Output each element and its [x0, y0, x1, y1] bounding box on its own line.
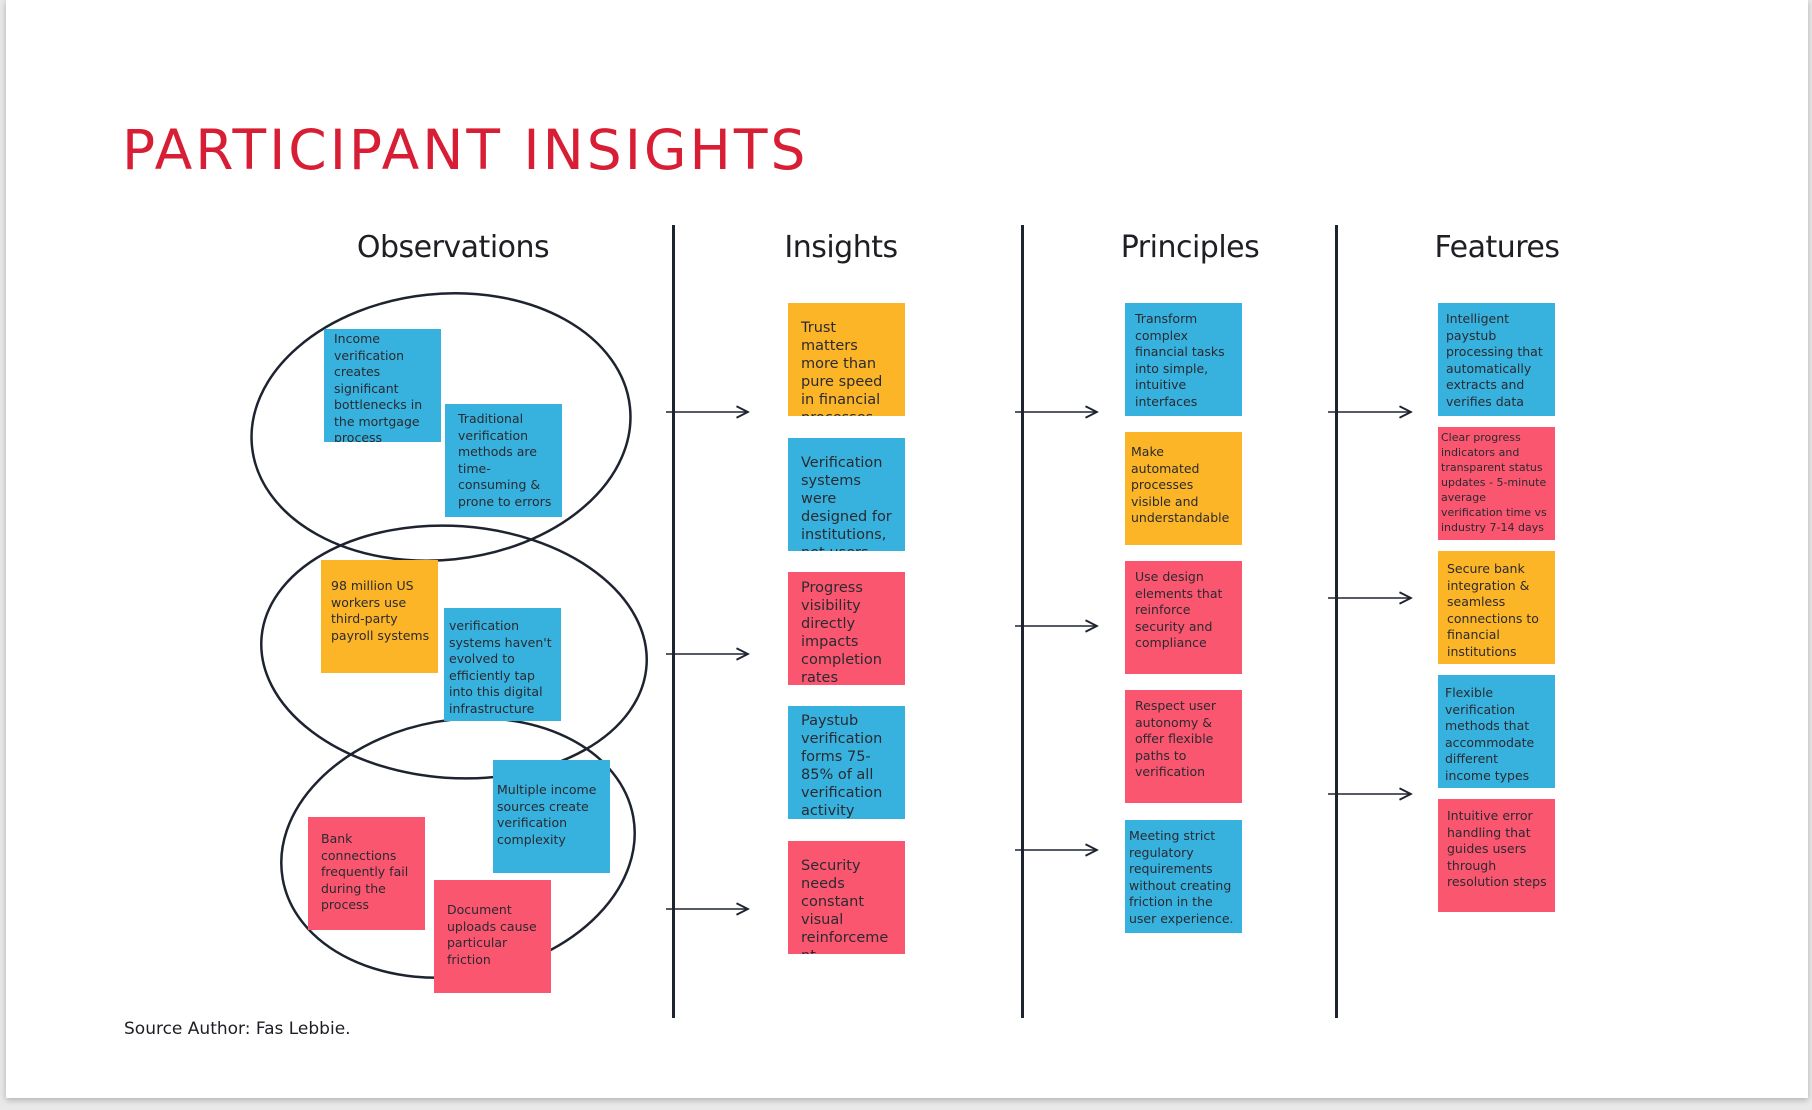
insight-note: Trust matters more than pure speed in fi… — [788, 303, 905, 416]
observation-note: Bank connections frequently fail during … — [308, 817, 425, 930]
observation-group-outline — [250, 291, 632, 563]
observation-note: Traditional verification methods are tim… — [445, 404, 562, 517]
observation-group-outline — [260, 524, 648, 780]
insight-note: Security needs constant visual reinforce… — [788, 841, 905, 954]
insight-note: Verification systems were designed for i… — [788, 438, 905, 551]
insight-note: Progress visibility directly impacts com… — [788, 572, 905, 685]
column-header-observations: Observations — [356, 230, 550, 265]
observation-note: Document uploads cause particular fricti… — [434, 880, 551, 993]
source-attribution: Source Author: Fas Lebbie. — [124, 1019, 351, 1039]
column-divider — [672, 225, 675, 1018]
feature-note: Secure bank integration & seamless conne… — [1438, 551, 1555, 664]
column-header-features: Features — [1434, 230, 1561, 265]
diagram-connectors — [250, 291, 1808, 980]
observation-note: Income verification creates significant … — [324, 329, 441, 442]
principle-note: Transform complex financial tasks into s… — [1125, 303, 1242, 416]
feature-note: Flexible verification methods that accom… — [1438, 675, 1555, 788]
principle-note: Respect user autonomy & offer flexible p… — [1125, 690, 1242, 803]
column-header-principles: Principles — [1120, 230, 1260, 265]
insight-note: Paystub verification forms 75-85% of all… — [788, 706, 905, 819]
page-title: PARTICIPANT INSIGHTS — [122, 118, 809, 182]
observation-note: verification systems haven't evolved to … — [444, 608, 561, 721]
observation-note: 98 million US workers use third-party pa… — [321, 560, 438, 673]
principle-note: Make automated processes visible and und… — [1125, 432, 1242, 545]
column-divider — [1021, 225, 1024, 1018]
slide-canvas: PARTICIPANT INSIGHTS Observations Insigh… — [6, 0, 1808, 1098]
observation-note: Multiple income sources create verificat… — [493, 760, 610, 873]
principle-note: Use design elements that reinforce secur… — [1125, 561, 1242, 674]
principle-note: Meeting strict regulatory requirements w… — [1125, 820, 1242, 933]
column-header-insights: Insights — [784, 230, 898, 265]
column-divider — [1335, 225, 1338, 1018]
feature-note: Intuitive error handling that guides use… — [1438, 799, 1555, 912]
feature-note: Intelligent paystub processing that auto… — [1438, 303, 1555, 416]
feature-note: Clear progress indicators and transparen… — [1438, 427, 1555, 540]
